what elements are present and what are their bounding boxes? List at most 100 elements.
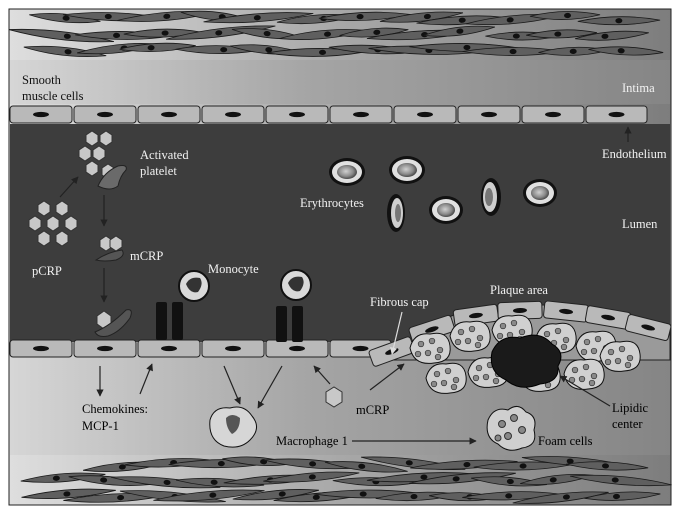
lipidic-center <box>490 334 562 388</box>
smooth-muscle-label-2: muscle cells <box>22 89 84 103</box>
smooth-muscle-cell <box>423 25 496 37</box>
activated-platelet <box>97 165 127 190</box>
mcrp-upper-label: mCRP <box>130 249 163 263</box>
endothelial-cell <box>521 105 585 124</box>
smooth-muscle-cell <box>8 28 115 43</box>
smooth-muscle-label-1: Smooth <box>22 73 62 87</box>
activated-platelet-label-1: Activated <box>140 148 189 162</box>
smooth-muscle-cell <box>68 475 152 486</box>
erythrocyte <box>329 158 365 186</box>
smooth-muscle-cell <box>526 29 598 39</box>
smooth-muscle-cell <box>529 11 601 20</box>
upper-intima <box>10 60 670 104</box>
endothelial-cell <box>137 105 201 124</box>
cap-endothelial-cell <box>543 300 590 323</box>
fibrous-cap-cells <box>368 300 672 367</box>
arrow-mcrp-to-plaque <box>369 363 405 391</box>
smooth-muscle-cell <box>566 461 649 471</box>
smooth-muscle-cell <box>21 488 116 499</box>
macrophage <box>209 406 257 448</box>
smooth-muscle-cell <box>263 471 360 483</box>
plaque-area <box>368 300 672 394</box>
cap-endothelial-cell <box>497 300 543 321</box>
mcrp-intima <box>325 386 343 408</box>
erythrocytes-label: Erythrocytes <box>300 196 364 210</box>
endothelial-cell <box>457 105 521 124</box>
endothelial-cell <box>265 339 329 358</box>
arrow-pcrp-to-platelet <box>59 176 79 198</box>
monocyte-left <box>178 270 210 302</box>
adhesion-receptors-right <box>276 306 303 342</box>
activated-platelet-label-2: platelet <box>140 164 177 178</box>
endothelial-cell <box>9 105 73 124</box>
erythrocyte <box>429 196 463 224</box>
endothelial-cell <box>201 339 265 358</box>
erythrocyte <box>387 194 405 232</box>
arrow-chemokine-up <box>139 363 153 395</box>
arrow-lipidic-center <box>559 375 611 407</box>
smooth-muscle-cell <box>584 491 661 501</box>
plaque-foam-cell <box>563 358 605 390</box>
smooth-muscle-cell <box>410 459 518 470</box>
monocyte-right <box>280 269 312 301</box>
erythrocyte <box>481 178 501 216</box>
smooth-muscle-cell <box>203 12 314 24</box>
plaque-foam-cell <box>599 340 641 372</box>
macrophage-label: Macrophage 1 <box>276 434 348 448</box>
smooth-muscle-cell <box>29 12 101 24</box>
arrow-to-macrophage-2 <box>257 365 283 409</box>
chemokines-label-2: MCP-1 <box>82 419 119 433</box>
smooth-muscle-cell <box>512 491 609 504</box>
plaque-foam-cell <box>425 362 467 394</box>
bottom-smooth-muscle-layer <box>20 456 672 504</box>
arrow-fibrous-cap <box>389 311 403 355</box>
smooth-muscle-cell <box>339 27 409 38</box>
arrow-to-macrophage-1 <box>223 365 241 405</box>
smooth-muscle-cell <box>409 472 516 485</box>
endothelial-cell <box>9 339 73 358</box>
mcrp-on-platelet <box>94 309 132 337</box>
monocyte-label: Monocyte <box>208 262 259 276</box>
arrow-mcrp-up <box>313 365 331 385</box>
arrows <box>59 126 632 445</box>
plaque-area-label: Plaque area <box>490 283 548 297</box>
erythrocytes <box>329 156 557 232</box>
pcrp-label: pCRP <box>32 264 62 278</box>
fibrous-cap-label: Fibrous cap <box>370 295 429 309</box>
endothelial-cell <box>73 339 137 358</box>
mcrp-lumen <box>94 235 124 262</box>
smooth-muscle-cell <box>588 46 664 56</box>
lipidic-center-label-2: center <box>612 417 643 431</box>
foam-cells-label: Foam cells <box>538 434 593 448</box>
intima-label: Intima <box>622 81 655 95</box>
plaque-foam-cell <box>409 332 451 364</box>
erythrocyte <box>523 179 557 207</box>
smooth-muscle-cell <box>153 489 265 502</box>
cap-endothelial-cell <box>624 314 672 341</box>
mcrp-lower-label: mCRP <box>356 403 389 417</box>
smooth-muscle-cell <box>110 476 221 489</box>
endothelial-cell <box>585 105 648 124</box>
plaque-foam-cell <box>449 320 491 352</box>
endothelial-cell <box>137 339 201 358</box>
endothelial-cell <box>73 105 137 124</box>
pcrp-pentamer <box>28 200 78 247</box>
smooth-muscle-cell <box>232 489 320 501</box>
foam-cell <box>486 406 536 451</box>
endothelial-cell <box>265 105 329 124</box>
smooth-muscle-cell <box>23 45 107 57</box>
adhesion-receptors-left <box>156 302 183 340</box>
top-smooth-muscle-layer <box>8 10 664 57</box>
erythrocyte <box>389 156 425 184</box>
endothelial-cell <box>201 105 265 124</box>
chemokines-label-1: Chemokines: <box>82 402 148 416</box>
upper-endothelium-row <box>9 105 648 124</box>
lumen-label: Lumen <box>622 217 658 231</box>
smooth-muscle-cell <box>175 477 265 488</box>
endothelial-cell <box>393 105 457 124</box>
endothelium-label: Endothelium <box>602 147 667 161</box>
endothelial-cell <box>329 105 393 124</box>
smooth-muscle-cell <box>574 30 649 41</box>
smooth-muscle-cell <box>324 461 408 473</box>
